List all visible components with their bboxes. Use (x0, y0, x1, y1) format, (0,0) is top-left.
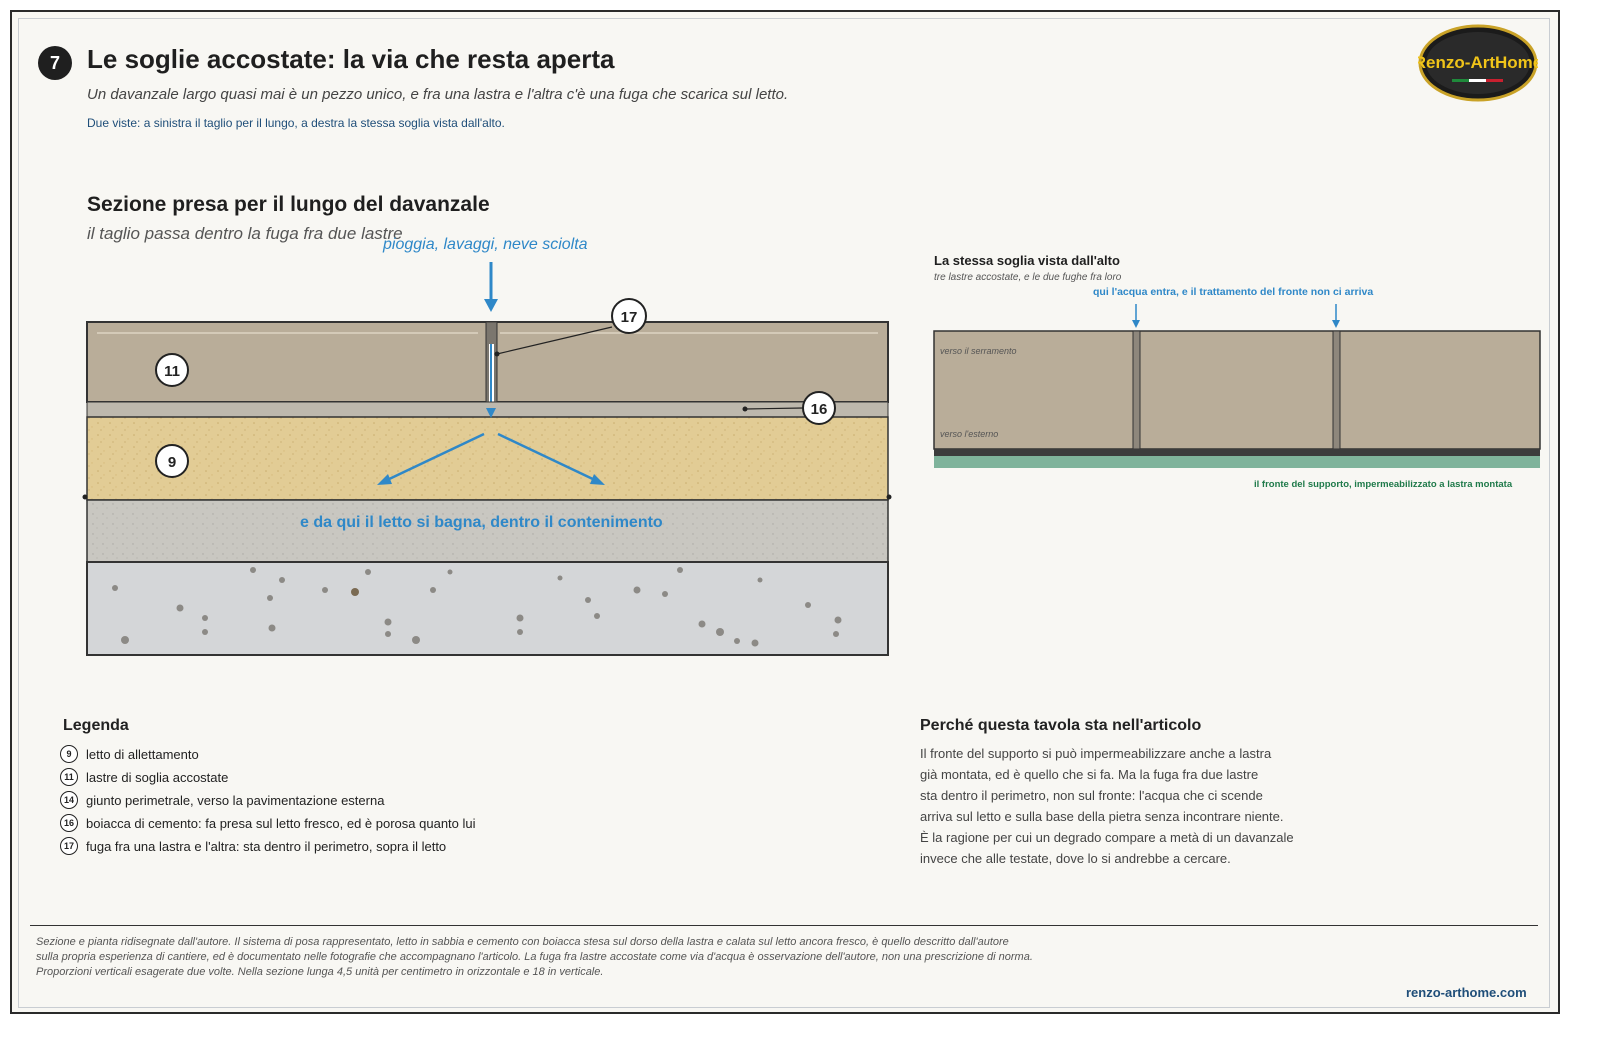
why-title: Perché questa tavola sta nell'articolo (920, 717, 1202, 734)
brand-logo-text: Renzo-ArtHome (1418, 53, 1538, 72)
brand-logo: Renzo-ArtHome (1418, 24, 1538, 102)
footer-note: sulla propria esperienza di cantiere, ed… (36, 951, 1033, 963)
plan-bottom-label: verso l'esterno (940, 429, 999, 439)
legend-item: 11 lastre di soglia accostate (60, 767, 228, 787)
footer-note: Proporzioni verticali esagerate due volt… (36, 966, 604, 978)
spread-arrow-left (384, 432, 485, 483)
rain-label: pioggia, lavaggi, neve sciolta (383, 236, 588, 253)
marker-17: 17 (611, 298, 647, 334)
why-line: È la ragione per cui un degrado compare … (920, 830, 1294, 845)
plan-title: La stessa soglia vista dall'alto (934, 253, 1120, 268)
page-title: Le soglie accostate: la via che resta ap… (87, 44, 615, 74)
legend-badge: 16 (60, 814, 78, 832)
legend-badge: 9 (60, 745, 78, 763)
legend-item: 17 fuga fra una lastra e l'altra: sta den… (60, 836, 446, 856)
concrete-base (86, 561, 889, 656)
legend-text: giunto perimetrale, verso la pavimentazi… (86, 792, 385, 808)
legend-title: Legenda (63, 717, 129, 734)
legend-text: fuga fra una lastra e l'altra: sta dentr… (86, 838, 447, 854)
page-note: Due viste: a sinistra il taglio per il l… (87, 116, 505, 130)
marker-11-text: 11 (164, 363, 180, 380)
aggregate-dots (112, 567, 842, 647)
marker-9: 9 (155, 444, 189, 478)
section-title: Sezione presa per il lungo del davanzale (87, 193, 490, 216)
legend-text: boiacca di cemento: fa presa sul letto f… (86, 815, 476, 831)
legend-badge: 11 (60, 768, 78, 786)
marker-9-text: 9 (168, 454, 176, 471)
why-line: Il fronte del supporto si può impermeabi… (920, 746, 1272, 761)
plate-number-badge: 7 (38, 46, 72, 80)
marker-17-text: 17 (621, 309, 638, 326)
plan-subtitle: tre lastre accostate, e le due fughe fra… (934, 272, 1122, 283)
footer-divider (30, 925, 1538, 926)
why-line: arriva sul letto e sulla base della piet… (920, 809, 1284, 824)
plan-waterproofed-front (934, 456, 1540, 468)
why-line: invece che alle testate, dove lo si andr… (920, 851, 1231, 866)
section-subtitle: il taglio passa dentro la fuga fra due l… (87, 224, 403, 243)
footer-note: Sezione e pianta ridisegnate dall'autore… (36, 936, 1009, 948)
plan-top-label: verso il serramento (940, 346, 1017, 356)
legend-item: 14 giunto perimetrale, verso la pavimenta… (60, 790, 384, 810)
site-link[interactable]: renzo-arthome.com (1406, 985, 1527, 1000)
drawing-inner-border (18, 18, 1550, 1008)
legend-item: 9 letto di allettamento (60, 744, 199, 764)
spread-arrow-right (497, 432, 598, 483)
bed-layer-9 (86, 416, 889, 501)
legend-badge: 17 (60, 837, 78, 855)
why-line: sta dentro il perimetro, non sul fronte:… (920, 788, 1263, 803)
plan-slabs (933, 330, 1541, 450)
plan-joint-1 (1132, 330, 1141, 450)
plan-joint-2 (1332, 330, 1341, 450)
why-line: già montata, ed è quello che si fa. Ma l… (920, 767, 1259, 782)
page-subtitle: Un davanzale largo quasi mai è un pezzo … (87, 86, 789, 103)
plan-front-label: il fronte del supporto, impermeabilizzat… (1254, 479, 1513, 490)
marker-16: 16 (802, 391, 836, 425)
legend-item: 16 boiacca di cemento: fa presa sul letto… (60, 813, 476, 833)
legend-text: lastre di soglia accostate (86, 769, 229, 785)
legend-text: letto di allettamento (86, 746, 199, 762)
marker-16-text: 16 (811, 401, 828, 418)
marker-11: 11 (155, 353, 189, 387)
plan-support-edge (934, 449, 1540, 456)
legend-badge: 14 (60, 791, 78, 809)
plan-water-label: qui l'acqua entra, e il trattamento del … (1093, 286, 1374, 298)
screed-layer (86, 499, 889, 563)
bed-wetting-label: e da qui il letto si bagna, dentro il co… (300, 514, 663, 531)
